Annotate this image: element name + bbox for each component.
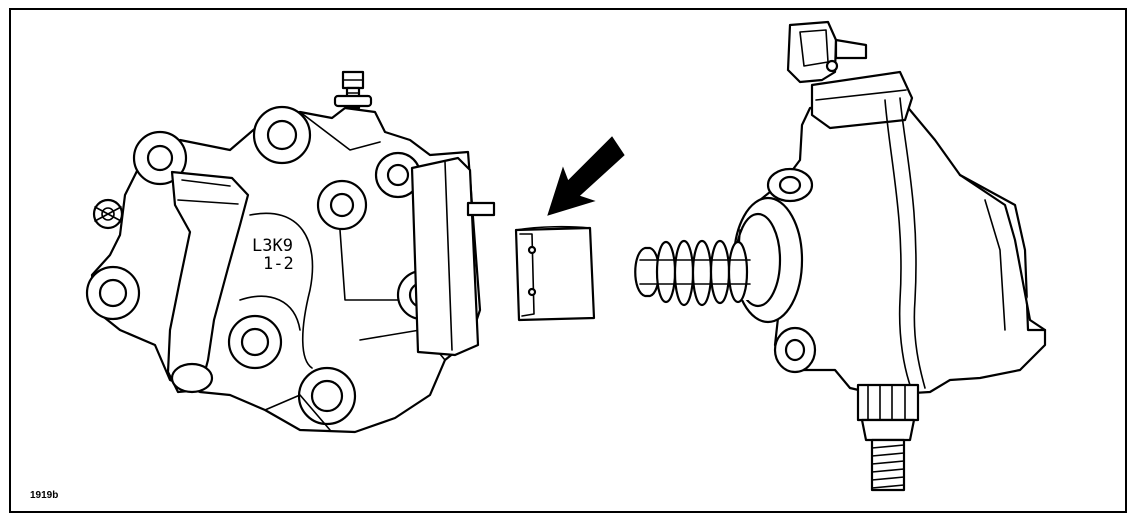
figure-id: 1919b bbox=[30, 490, 58, 501]
casting-mark-line1: L3K9 bbox=[252, 236, 293, 256]
casting-mark-line2: 1-2 bbox=[263, 254, 294, 274]
figure-border bbox=[9, 8, 1127, 513]
arrow-pointer-icon bbox=[547, 136, 625, 216]
fuel-pump-right bbox=[634, 20, 1047, 492]
plunger-spring bbox=[634, 239, 751, 307]
pump-housing-left: L3K9 1-2 bbox=[85, 70, 496, 434]
roller-tappet bbox=[514, 225, 596, 322]
